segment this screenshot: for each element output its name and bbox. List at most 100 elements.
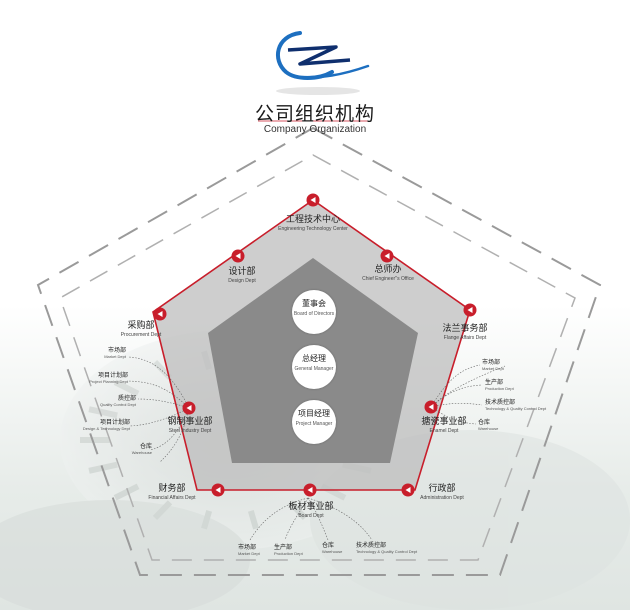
sub-label-en: Warehouse	[322, 549, 343, 554]
node-procurement: 采购部 Procurement Dept	[110, 322, 172, 338]
node-label-en: Administration Dept	[420, 495, 464, 501]
left-sub-warehouse: 仓库 Warehouse	[112, 444, 152, 455]
sub-label-en: Production Dept	[485, 386, 514, 391]
sub-label-zh: 技术质控部	[485, 399, 516, 406]
sub-label-zh: 仓库	[322, 542, 335, 549]
marker-engineering-center	[306, 193, 320, 207]
right-sub-tech-quality: 技术质控部 Technology & Quality Control Dept	[485, 400, 547, 411]
marker-flange-affairs	[463, 303, 477, 317]
sub-label-en: Market Dept	[482, 366, 504, 371]
left-sub-quality-control: 质控部 Quality Control Dept	[88, 396, 136, 407]
gear-tooth	[201, 510, 213, 530]
node-label-zh: 钢制事业部	[167, 417, 213, 427]
node-board-dept: 板材事业部 Board Dept	[286, 503, 336, 519]
marker-chief-engineer-office	[380, 249, 394, 263]
left-sub-market: 市场部 Market Dept	[78, 348, 126, 359]
node-label-zh: 财务部	[158, 484, 186, 494]
node-label-zh: 设计部	[228, 267, 256, 277]
sub-label-zh: 生产部	[485, 379, 504, 386]
bottom-sub-market: 市场部 Market Dept	[238, 545, 278, 556]
gear-tooth	[152, 359, 173, 380]
sub-label-zh: 生产部	[274, 544, 293, 551]
right-sub-production: 生产部 Production Dept	[485, 380, 535, 391]
sub-label-en: Design & Technology Dept	[82, 426, 130, 431]
center-label-en: Board of Directors	[293, 311, 335, 317]
marker-board-dept	[303, 483, 317, 497]
marker-financial-affairs	[211, 483, 225, 497]
right-sub-warehouse: 仓库 Warehouse	[478, 420, 518, 431]
center-label-zh: 董事会	[302, 299, 326, 308]
right-connectors	[430, 364, 506, 425]
node-label-zh: 行政部	[428, 484, 456, 494]
sub-label-en: Market Dept	[104, 354, 126, 359]
node-label-zh: 板材事业部	[288, 502, 334, 512]
node-label-zh: 工程技术中心	[285, 215, 340, 225]
gear-tooth	[287, 500, 308, 521]
marker-steel-industry	[182, 401, 196, 415]
center-circle-general-manager: 总经理 General Manager	[292, 345, 336, 389]
sub-label-en: Project Planning Dept	[89, 379, 128, 384]
node-label-zh: 采购部	[127, 321, 155, 331]
sub-label-zh: 项目计划部	[99, 419, 130, 426]
sub-label-zh: 市场部	[482, 359, 501, 366]
node-label-en: Steel Industry Dept	[168, 428, 212, 434]
bottom-sub-warehouse: 仓库 Warehouse	[322, 543, 358, 554]
node-chief-engineer-office: 总师办 Chief Engineer''s Office	[350, 266, 426, 282]
node-engineering-center: 工程技术中心 Engineering Technology Center	[272, 216, 354, 232]
gear-tooth	[152, 500, 173, 521]
sub-label-en: Technology & Quality Control Dept	[485, 406, 547, 411]
sub-label-zh: 项目计划部	[97, 372, 128, 379]
sub-label-zh: 技术质控部	[356, 542, 387, 549]
marker-design-dept	[231, 249, 245, 263]
sub-label-en: Warehouse	[478, 426, 499, 431]
bottom-sub-production: 生产部 Production Dept	[274, 545, 318, 556]
marker-procurement	[153, 307, 167, 321]
node-enamel-dept: 搪瓷事业部 Enamel Dept	[412, 418, 476, 434]
sub-label-en: Warehouse	[131, 450, 152, 455]
node-label-zh: 搪瓷事业部	[421, 417, 467, 427]
page-title: 公司组织机构	[254, 103, 375, 125]
node-design-dept: 设计部 Design Dept	[218, 268, 266, 284]
gear-tooth	[113, 379, 140, 397]
sub-label-en: Quality Control Dept	[99, 402, 136, 407]
center-label-zh: 项目经理	[298, 409, 330, 418]
node-label-en: Design Dept	[228, 278, 256, 284]
node-label-en: Flange Affairs Dept	[443, 335, 487, 341]
sub-label-en: Market Dept	[238, 551, 260, 556]
sub-label-en: Production Dept	[274, 551, 303, 556]
node-label-en: Enamel Dept	[429, 428, 459, 434]
right-sub-market: 市场部 Market Dept	[482, 360, 532, 371]
sub-label-zh: 市场部	[238, 544, 257, 551]
outer-dashed-pentagon	[36, 126, 602, 576]
gear-tooth	[88, 406, 118, 419]
company-logo-icon	[276, 31, 370, 95]
sub-label-zh: 仓库	[139, 443, 152, 450]
middle-dashed-pentagon	[59, 154, 576, 561]
node-financial-affairs: 财务部 Financial Affairs Dept	[142, 485, 202, 501]
sub-label-zh: 市场部	[107, 347, 126, 354]
sub-label-zh: 仓库	[478, 419, 491, 426]
left-sub-project-planning: 项目计划部 Project Planning Dept	[72, 373, 128, 384]
marker-enamel-dept	[424, 400, 438, 414]
bottom-connectors	[249, 497, 373, 541]
node-administration: 行政部 Administration Dept	[412, 485, 472, 501]
gear-tooth	[113, 483, 140, 501]
node-label-en: Chief Engineer''s Office	[362, 276, 414, 282]
node-flange-affairs: 法兰事务部 Flange Affairs Dept	[432, 325, 498, 341]
node-label-en: Financial Affairs Dept	[148, 495, 196, 501]
page-subtitle: Company Organization	[263, 124, 367, 135]
node-label-zh: 总师办	[374, 265, 402, 275]
gear-tooth	[247, 510, 259, 530]
center-label-zh: 总经理	[302, 354, 326, 363]
node-label-en: Engineering Technology Center	[278, 226, 348, 232]
node-label-en: Procurement Dept	[120, 332, 162, 338]
bottom-sub-tech-quality: 技术质控部 Technology & Quality Control Dept	[356, 542, 417, 554]
node-steel-industry: 钢制事业部 Steel Industry Dept	[160, 418, 220, 434]
sub-label-zh: 质控部	[117, 395, 136, 402]
node-label-zh: 法兰事务部	[442, 324, 488, 334]
marker-administration	[401, 483, 415, 497]
center-label-en: General Manager	[294, 366, 334, 372]
node-label-en: Board Dept	[298, 513, 324, 519]
center-circle-project-manager: 项目经理 Project Manager	[292, 400, 336, 444]
